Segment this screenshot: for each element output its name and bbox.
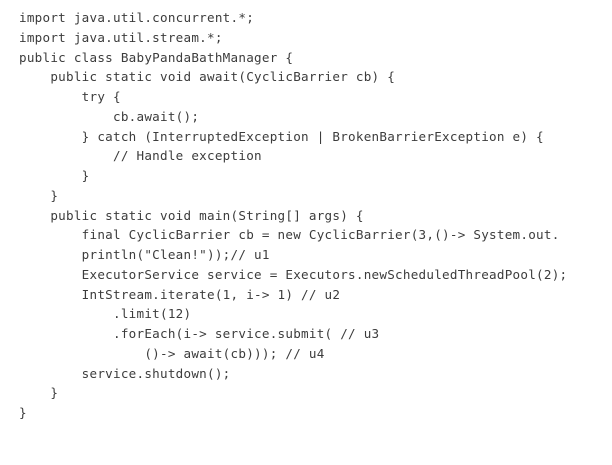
code-line: // Handle exception [19,148,262,164]
code-line: ExecutorService service = Executors.newS… [19,266,568,282]
code-lines-container: import java.util.concurrent.*; import jav… [19,8,612,423]
code-line: ()-> await(cb))); // u4 [19,345,325,361]
code-line: public static void await(CyclicBarrier c… [19,69,396,85]
code-line: } [19,168,90,183]
code-line: import java.util.concurrent.*; [19,10,255,25]
code-line: service.shutdown(); [19,365,231,381]
code-line: IntStream.iterate(1, i-> 1) // u2 [19,286,341,302]
code-line: try { [19,89,121,104]
code-line: .forEach(i-> service.submit( // u3 [19,326,380,341]
code-line: public static void main(String[] args) { [19,207,364,223]
code-line: } [19,187,59,203]
code-line: println("Clean!"));// u1 [19,247,270,262]
code-line: } [19,405,27,420]
code-line: cb.await(); [19,108,200,124]
code-line: } [19,385,59,401]
code-line: } catch (InterruptedException | BrokenBa… [19,128,544,144]
code-line: public class BabyPandaBathManager { [19,49,294,65]
code-line: .limit(12) [19,306,192,322]
code-line: import java.util.stream.*; [19,29,223,45]
code-line: final CyclicBarrier cb = new CyclicBarri… [19,227,560,243]
